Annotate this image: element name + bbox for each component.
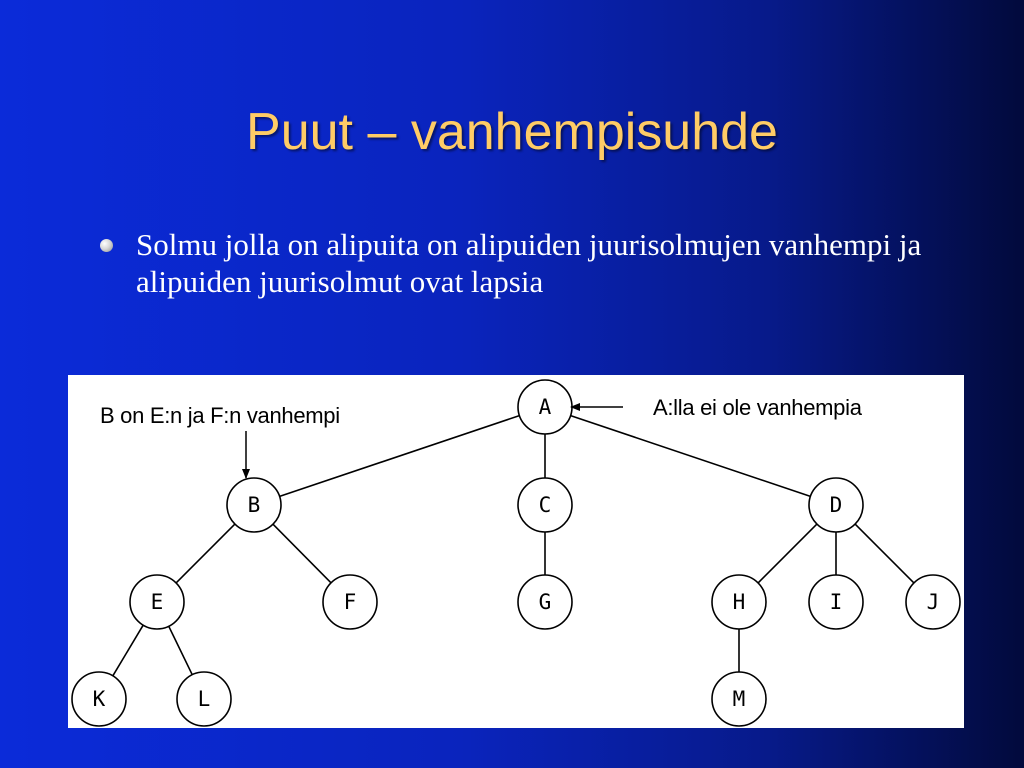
node-label: F (344, 590, 357, 614)
node-circle (71, 671, 127, 727)
node-label: J (927, 590, 940, 614)
edge-d-h (757, 523, 818, 584)
edge-e-k (112, 624, 144, 677)
node-e: E (129, 574, 185, 630)
node-g: G (517, 574, 573, 630)
node-circle (711, 574, 767, 630)
edge-b-f (272, 523, 332, 584)
node-label: C (539, 493, 552, 517)
tree-figure-panel: A B C D E F G H I J K L M B on E:n ja F:n vanhempi A… (68, 375, 964, 728)
node-label: I (830, 590, 843, 614)
tree-nodes: A B C D E F G H I J K L M (71, 379, 961, 727)
edge-d-j (854, 523, 915, 584)
node-label: L (198, 687, 211, 711)
node-circle (808, 574, 864, 630)
node-circle (905, 574, 961, 630)
node-circle (226, 477, 282, 533)
bullet-list: Solmu jolla on alipuita on alipuiden juu… (98, 226, 958, 300)
node-b: B (226, 477, 282, 533)
node-l: L (176, 671, 232, 727)
node-j: J (905, 574, 961, 630)
node-label: B (248, 493, 261, 517)
node-c: C (517, 477, 573, 533)
node-circle (808, 477, 864, 533)
annotation-a-no-parent: A:lla ei ole vanhempia (653, 395, 862, 420)
bullet-text: Solmu jolla on alipuita on alipuiden juu… (136, 227, 922, 299)
edge-a-d (570, 414, 811, 498)
node-f: F (322, 574, 378, 630)
node-label: M (733, 687, 746, 711)
node-m: M (711, 671, 767, 727)
node-circle (129, 574, 185, 630)
node-k: K (71, 671, 127, 727)
node-label: A (539, 395, 552, 419)
edge-a-b (279, 414, 520, 498)
node-label: G (539, 590, 552, 614)
annotation-b-parent: B on E:n ja F:n vanhempi (100, 403, 340, 428)
node-a: A (517, 379, 573, 435)
node-circle (711, 671, 767, 727)
node-label: H (733, 590, 746, 614)
node-label: E (151, 590, 164, 614)
node-circle (517, 477, 573, 533)
bullet-item: Solmu jolla on alipuita on alipuiden juu… (98, 226, 958, 300)
tree-edges (112, 414, 915, 677)
node-label: K (93, 687, 106, 711)
node-i: I (808, 574, 864, 630)
edge-b-e (175, 523, 236, 584)
edge-e-l (168, 625, 193, 676)
node-circle (322, 574, 378, 630)
node-circle (176, 671, 232, 727)
node-label: D (830, 493, 843, 517)
bullet-dot-icon (100, 239, 113, 252)
node-d: D (808, 477, 864, 533)
tree-diagram: A B C D E F G H I J K L M (71, 379, 961, 727)
node-h: H (711, 574, 767, 630)
node-circle (517, 574, 573, 630)
slide-title: Puut – vanhempisuhde (246, 103, 778, 161)
